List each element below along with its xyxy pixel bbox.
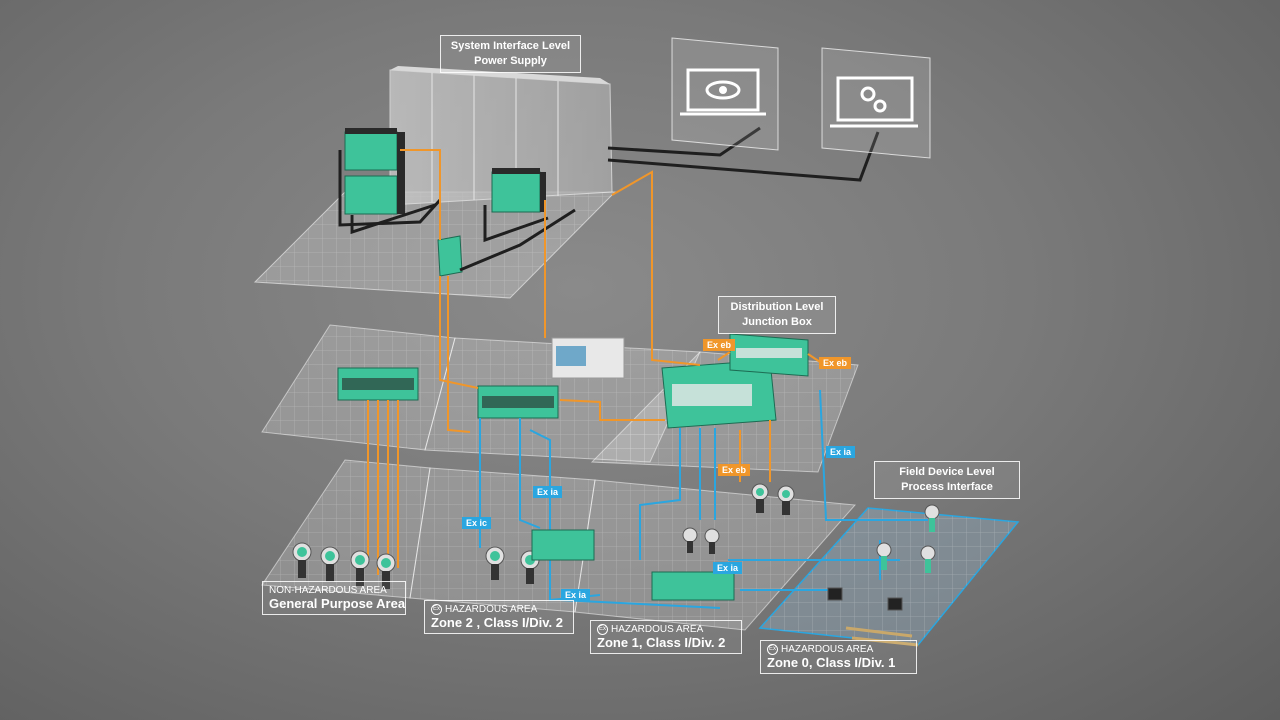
ex-eb-tag: Ex eb [718,464,751,476]
level-sensor [924,504,940,532]
io-module-zone2 [477,385,559,419]
ex-ia-tag: Ex ia [561,589,591,601]
field-devices-zone0 [827,504,940,647]
area-label-general: NON-HAZARDOUS AREA General Purpose Area [262,581,406,615]
distribution-level-label: Distribution Level Junction Box [718,296,836,334]
transmitter [704,528,720,554]
transmitter [376,553,396,589]
transmitter [292,542,312,578]
level-sensor [920,545,936,573]
area-classification: Ex HAZARDOUS AREA [431,604,538,615]
area-classification: Ex HAZARDOUS AREA [597,624,704,635]
system-interface-level-line2: Power Supply [474,55,547,67]
transmitter [777,485,795,515]
proximity-sensor [827,587,843,601]
area-label-zone2: Ex HAZARDOUS AREA Zone 2 , Class I/Div. … [424,600,574,634]
system-interface-level-line1: System Interface Level [450,40,571,52]
transmitter [350,550,370,586]
remote-io-module [651,571,735,601]
area-classification: Ex HAZARDOUS AREA [767,644,874,655]
transmitter [485,546,505,580]
field-devices-zone2 [485,529,595,584]
temperature-probe [851,636,919,647]
ex-eb-tag: Ex eb [703,339,736,351]
proximity-sensor [887,597,903,611]
field-platform-general [261,459,431,599]
area-zone: Zone 0, Class I/Div. 1 [767,655,896,670]
temperature-probe [845,626,913,638]
gears-icon [860,86,887,113]
io-module-general [337,367,419,401]
distribution-level-line2: Junction Box [742,316,812,328]
field-platform-zone2 [409,467,596,613]
area-classification: NON-HAZARDOUS AREA [269,585,387,596]
ex-ia-tag: Ex ia [713,562,743,574]
monitor-gears [821,47,931,159]
junction-box-top [729,333,809,377]
level-sensor [876,542,892,570]
area-label-zone1: Ex HAZARDOUS AREA Zone 1, Class I/Div. 2 [590,620,742,654]
orange-wires [367,149,821,575]
system-modules-left [344,128,405,215]
power-supply-module [437,235,463,277]
system-modules-right [491,168,546,213]
remote-io-module [531,529,595,561]
transmitter [320,546,340,582]
system-black-cables [338,126,880,272]
transmitter [682,527,698,553]
transmitter [751,483,769,513]
field-platform-zone1 [574,479,857,631]
area-label-zone0: Ex HAZARDOUS AREA Zone 0, Class I/Div. 1 [760,640,917,674]
field-device-level-line2: Process Interface [901,481,993,493]
field-device-level-label: Field Device Level Process Interface [874,461,1020,499]
ex-ia-tag: Ex ia [826,446,856,458]
area-zone: Zone 2 , Class I/Div. 2 [431,615,563,630]
ex-hazard-icon: Ex [597,624,608,635]
field-devices-general [292,542,396,589]
area-zone: General Purpose Area [269,596,406,611]
ex-eb-tag: Ex eb [819,357,852,369]
ex-ic-tag: Ex ic [462,517,492,529]
monitor-eye [671,37,779,151]
eye-icon [705,80,741,100]
area-zone: Zone 1, Class I/Div. 2 [597,635,726,650]
junction-box-main [661,359,777,429]
system-interface-level-label: System Interface Level Power Supply [440,35,581,73]
ex-hazard-icon: Ex [767,644,778,655]
ex-hazard-icon: Ex [431,604,442,615]
field-device-level-line1: Field Device Level [899,466,995,478]
ex-ia-tag: Ex ia [533,486,563,498]
field-devices-zone1 [651,483,795,601]
distribution-level-line1: Distribution Level [730,301,824,313]
system-level-platform [253,191,617,299]
junction-terminal [551,337,625,379]
